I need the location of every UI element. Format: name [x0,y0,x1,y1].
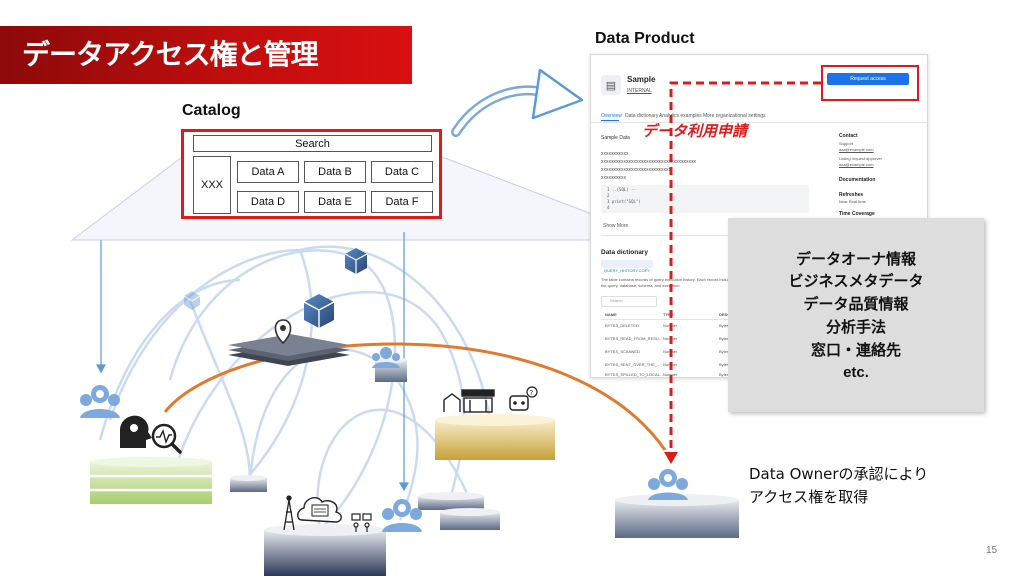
code-line: 1 ..(SQL) -- [607,187,636,192]
table-row: BYTES_DELETED [605,323,639,328]
people-group-icon-2 [372,347,400,368]
catalog-search[interactable]: Search [193,135,432,152]
people-group-icon [80,385,120,418]
cube-icon-faded [183,291,201,310]
workers-icon [351,513,372,532]
sample-data-title: Sample Data [601,135,630,141]
code-line: 4 [607,205,610,210]
cube-icon [303,294,335,328]
data-request-label: データ利用申請 [642,122,748,140]
shop-icon [443,389,495,413]
robot-icon: ? [509,386,538,411]
info-etc: etc. [843,364,869,381]
catalog-item-data-c[interactable]: Data C [371,161,433,183]
product-name: Sample [627,75,656,84]
owner-text-line2: アクセス権を取得 [749,488,869,506]
placeholder-line-3: xxxxxxxxxxxxxxxxxxxxxxxxxxxx [601,167,671,173]
cloud-network-icon [297,497,342,523]
catalog-item-data-f[interactable]: Data F [371,191,433,213]
data-product-label: Data Product [595,30,695,47]
tab-active-underline [601,120,619,121]
table-row: BYTES_SPILLED_TO_LOCAL... [605,372,664,377]
contact-support: Support [839,141,854,146]
approver-title: Listing request approver [839,156,882,161]
people-group-icon-3 [382,499,422,532]
info-business-metadata: ビジネスメタデータ [788,272,924,290]
table-row: BYTES_READ_FROM_RESU... [605,336,663,341]
cube-icon-small [344,248,368,274]
dictionary-title: Data dictionary [601,249,648,256]
tower-icon [283,495,295,531]
page-number: 15 [986,545,998,556]
tab-overview[interactable]: Overview [601,113,622,119]
magnifier-analytics-icon [151,423,182,454]
product-badge: INTERNAL [627,88,652,94]
catalog-label: Catalog [182,102,241,119]
table-row: BYTES_SCANNED [605,349,640,354]
documentation-link[interactable]: Documentation [839,177,876,183]
info-quality: データ品質情報 [803,295,909,313]
metadata-info-box: データオーナ情報 ビジネスメタデータ データ品質情報 分析手法 窓口・連絡先 e… [728,218,984,412]
contact-title: Contact [839,133,858,139]
table-cell: Number [663,372,678,377]
green-data-stack [90,457,212,504]
layer-stack-icon [228,334,350,366]
tab-analytics-examples[interactable]: Analytics examples [659,113,702,119]
catalog-side-item[interactable]: XXX [193,156,231,214]
request-access-highlight [821,65,919,101]
owner-text-line1: Data Ownerの承認により [749,465,929,483]
contact-email[interactable]: aaa@example.com [839,147,874,152]
code-block: 1 ..(SQL) -- 2 3 print("SQL") 4 [601,185,809,213]
refresh-value: Near Real-time [839,199,866,204]
gold-data-cylinder [435,414,555,460]
lightbulb-head-icon [120,415,152,448]
catalog-panel: Search XXX Data A Data B Data C Data D D… [181,129,442,219]
refresh-title: Refreshes [839,192,864,198]
catalog-item-data-e[interactable]: Data E [304,191,366,213]
request-access-button[interactable]: Request access [827,73,909,85]
catalog-item-data-a[interactable]: Data A [237,161,299,183]
dictionary-search-input[interactable]: Search [601,296,657,307]
map-pin-icon [274,319,292,345]
owner-data-cylinder [615,494,739,538]
access-curve [163,342,667,451]
table-row: BYTES_SENT_OVER_THE_... [605,362,661,367]
dictionary-tag-label: QUERY_HISTORY.COPY [604,268,650,273]
placeholder-line-1: xxxxxxxxxxx [601,151,629,157]
dictionary-description: The table contains records of query exec… [601,277,758,288]
tab-more-settings[interactable]: More organizational settings [703,113,766,119]
code-line: 2 [607,193,610,198]
tab-data-dictionary[interactable]: Data dictionary [625,113,659,119]
info-contact: 窓口・連絡先 [810,341,901,359]
product-file-icon: ▤ [601,75,621,95]
tab-divider [591,122,927,123]
dictionary-search-placeholder: Search [610,298,623,303]
catalog-down-arrows [95,232,410,492]
section-divider [601,235,817,236]
table-header-divider [601,319,817,320]
placeholder-line-4: xxxxxxxxxx [601,175,626,181]
catalog-item-data-b[interactable]: Data B [304,161,366,183]
title-banner [0,26,412,84]
info-owner: データオーナ情報 [795,250,916,268]
column-header-name[interactable]: NAME [605,312,617,317]
placeholder-line-2: xxxxxxxxxxxxxxxxxxxxxxxxxxxxxxxxxxxxxx [601,159,696,165]
owner-people-icon [648,469,688,500]
code-line: 3 print("SQL") [607,199,641,204]
show-more-link[interactable]: Show More [603,223,629,229]
time-coverage-title: Time Coverage [839,211,875,217]
info-analysis-method: 分析手法 [825,318,886,336]
catalog-to-product-arrow [451,68,584,137]
slide-title: データアクセス権と管理 [22,38,319,71]
approver-email[interactable]: aaa@example.com [839,162,874,167]
catalog-item-data-d[interactable]: Data D [237,191,299,213]
dictionary-tag[interactable]: QUERY_HISTORY.COPY [601,260,653,273]
svg-text:?: ? [530,389,534,397]
column-header-type[interactable]: TYPE [663,312,674,317]
